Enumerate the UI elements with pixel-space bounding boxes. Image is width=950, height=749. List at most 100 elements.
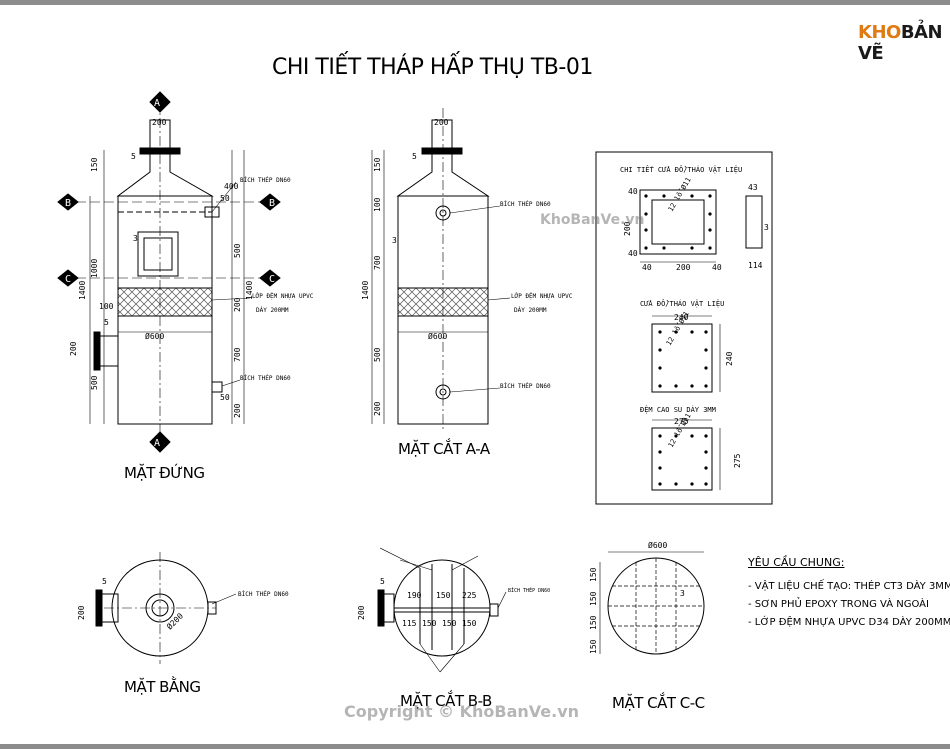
front-packing-label-2: DÀY 200MM (256, 307, 289, 314)
label-plan-view: MẶT BẰNG (124, 678, 201, 696)
section-bb (377, 547, 507, 673)
detail-gasket-label: ĐỆM CAO SU DÀY 3MM (640, 405, 716, 414)
dim-front-150: 150 (90, 157, 99, 172)
top-border (0, 0, 950, 5)
dim-plan-200: 200 (77, 605, 86, 620)
dim-aa-200: 200 (373, 401, 382, 416)
dim-front-3: 3 (133, 234, 138, 243)
aa-packing-label-1: LỚP ĐỆM NHỰA UPVC (511, 292, 573, 300)
detail-door-side (745, 195, 763, 249)
dim-front-1400r: 1400 (245, 281, 254, 300)
aa-packing-label-2: DÀY 200MM (514, 307, 547, 314)
detail-door-outer (639, 189, 717, 255)
front-packing (117, 287, 213, 317)
plan-flange-label: BÍCH THÉP DN60 (238, 590, 289, 598)
detail-bolts-1: 12 lỗ Ø11 (667, 176, 693, 213)
dim-detail-40d: 40 (628, 249, 638, 258)
detail-door-label: CỬA ĐỔ/THÁO VẬT LIỆU (640, 299, 724, 308)
dim-bb-115: 115 (402, 619, 417, 628)
aa-dims: 200 5 3 Ø600 150 100 700 1400 500 200 (361, 118, 449, 416)
dim-detail-40b: 40 (712, 263, 722, 272)
dim-aa-100: 100 (373, 197, 382, 212)
plan-view (95, 552, 237, 664)
detail-frame (595, 151, 773, 505)
bottom-border (0, 744, 950, 749)
dim-aa-700: 700 (373, 255, 382, 270)
dim-bb-190: 190 (407, 591, 422, 600)
note-item-packing: - LỚP ĐỆM NHỰA UPVC D34 DÀY 200MM (748, 617, 950, 628)
dim-bb-150a: 150 (436, 591, 451, 600)
front-packing-label-1: LỚP ĐỆM NHỰA UPVC (252, 292, 314, 300)
section-aa (371, 108, 511, 430)
front-view (57, 91, 281, 453)
aa-flange-label: BÍCH THÉP DN60 (500, 200, 551, 208)
watermark-center: KhoBanVe.vn (540, 212, 645, 228)
logo-part-2: BẢN VẼ (858, 22, 943, 64)
dim-bb-150c: 150 (442, 619, 457, 628)
front-inlet-flange (93, 331, 101, 371)
front-notes: BÍCH THÉP DN60 LỚP ĐỆM NHỰA UPVC DÀY 200… (240, 176, 314, 382)
label-section-cc: MẶT CẮT C-C (612, 694, 705, 712)
dim-aa-200: 200 (434, 118, 449, 127)
marker-a-top: A (154, 98, 160, 109)
bb-flange-label: BÍCH THÉP DN60 (508, 586, 550, 594)
note-item-material: - VẬT LIỆU CHẾ TẠO: THÉP CT3 DÀY 3MM (748, 581, 950, 592)
dim-door-240b: 240 (725, 351, 734, 366)
dim-door-240: 240 (674, 313, 689, 322)
note-item-coating: - SƠN PHỦ EPOXY TRONG VÀ NGOÀI (748, 599, 929, 610)
dim-bb-150d: 150 (462, 619, 477, 628)
detail-door-title: CHI TIẾT CỬA ĐỔ/THÁO VẬT LIỆU (620, 165, 742, 174)
dim-aa-500: 500 (373, 347, 382, 362)
front-flange-label: BÍCH THÉP DN60 (240, 176, 291, 184)
bb-inlet (383, 593, 395, 623)
marker-c-right: C (269, 274, 275, 285)
label-front-view: MẶT ĐỨNG (124, 464, 205, 482)
front-flange-label-2: BÍCH THÉP DN60 (240, 374, 291, 382)
marker-b-left: B (65, 198, 71, 209)
dim-detail-3: 3 (764, 223, 769, 232)
dim-aa-150: 150 (373, 157, 382, 172)
label-section-aa: MẶT CẮT A-A (398, 440, 490, 458)
dim-detail-114: 114 (748, 261, 763, 270)
dim-front-200r2: 200 (233, 403, 242, 418)
dim-front-1400: 1400 (78, 281, 87, 300)
brand-logo: KHOBẢN VẼ (858, 22, 950, 64)
front-dims: 200 5 400 50 3 Ø600 5 100 50 150 1000 14… (69, 118, 254, 418)
bb-texts: 5 200 190 150 225 115 150 150 150 BÍCH T… (357, 577, 550, 628)
aa-notes: BÍCH THÉP DN60 LỚP ĐỆM NHỰA UPVC DÀY 200… (500, 200, 573, 390)
dim-front-200: 200 (152, 118, 167, 127)
cc-texts: Ø600 150 150 150 150 3 (589, 540, 685, 654)
dim-front-100: 100 (99, 302, 114, 311)
dim-bb-200: 200 (357, 605, 366, 620)
door-detail-box (595, 151, 773, 505)
dim-front-50b: 50 (220, 393, 230, 402)
dim-front-500: 500 (90, 375, 99, 390)
dim-aa-5: 5 (412, 152, 417, 161)
dim-front-5b: 5 (104, 318, 109, 327)
drawing-title: CHI TIẾT THÁP HẤP THỤ TB-01 (272, 55, 593, 80)
front-side-nozzle-top (204, 206, 220, 218)
dim-aa-1400: 1400 (361, 281, 370, 300)
dim-front-200b: 200 (69, 341, 78, 356)
aa-flange-label-2: BÍCH THÉP DN60 (500, 382, 551, 390)
dim-cc-150b: 150 (589, 591, 598, 606)
detail-texts: CHI TIẾT CỬA ĐỔ/THÁO VẬT LIỆU CỬA ĐỔ/THÁ… (620, 165, 769, 468)
dim-plan-r: Ø200 (164, 611, 185, 632)
front-bottom-nozzle (211, 381, 223, 393)
gasket-plate (651, 427, 713, 491)
door-plate (651, 323, 713, 393)
dim-front-400: 400 (224, 182, 239, 191)
notes-heading: YÊU CẦU CHUNG: (748, 556, 845, 569)
dim-detail-43: 43 (748, 183, 758, 192)
dim-aa-3: 3 (392, 236, 397, 245)
dim-gasket-275: 275 (674, 417, 689, 426)
label-section-bb: MẶT CẮT B-B (400, 692, 492, 710)
logo-part-1: KHO (858, 22, 901, 43)
dim-bb-150b: 150 (422, 619, 437, 628)
dim-detail-40c: 40 (628, 187, 638, 196)
dim-front-200r: 200 (233, 297, 242, 312)
dim-bb-5: 5 (380, 577, 385, 586)
dim-gasket-275b: 275 (733, 453, 742, 468)
